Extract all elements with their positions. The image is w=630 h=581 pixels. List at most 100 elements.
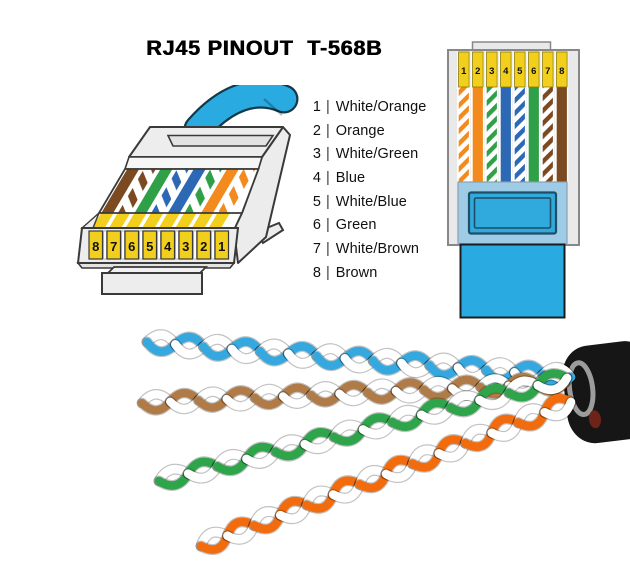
- separator: |: [326, 99, 330, 115]
- pin-number: 1: [312, 99, 321, 115]
- wire-brown: [556, 53, 567, 183]
- page-title: RJ45 PINOUT T-568B: [146, 36, 383, 60]
- pin-contact: [160, 230, 176, 260]
- twisted-pairs: [136, 329, 577, 556]
- pin-number: 5: [517, 66, 523, 77]
- cable-entry-bezel: [467, 191, 558, 235]
- cable-entry-bezel-inner: [473, 197, 552, 229]
- pin-contact: [542, 51, 554, 88]
- pin-contact: [514, 51, 526, 88]
- pin-number: 3: [312, 146, 321, 163]
- network-cable: [459, 243, 566, 319]
- pin-number: 8: [559, 66, 564, 77]
- pin-contact: [214, 230, 230, 260]
- pin-number: 8: [312, 264, 321, 281]
- separator: |: [326, 146, 330, 163]
- front-band: [123, 156, 264, 170]
- pin-contact: [458, 51, 470, 88]
- separator: |: [326, 217, 330, 234]
- pin-number: 6: [312, 217, 321, 234]
- twisted-pair-photo: [136, 329, 630, 556]
- pin-number: 7: [312, 241, 321, 258]
- pin-contact: [142, 230, 158, 260]
- pin-contact: [88, 230, 104, 260]
- wire-white_blue: [514, 53, 525, 183]
- pin-contact: [472, 51, 484, 88]
- cable-shading-line: [263, 98, 283, 116]
- list-item: 8 | Brown: [311, 265, 426, 289]
- pin-number: 5: [312, 193, 321, 210]
- green-white-pair: [153, 368, 573, 491]
- list-item: 4|Blue: [311, 170, 426, 194]
- blue-white-pair: [141, 329, 577, 390]
- pin-number: 8: [92, 239, 99, 254]
- wire-white_green: [182, 169, 225, 216]
- wire-orange: [472, 53, 483, 183]
- pin-contact: [124, 230, 140, 260]
- pin-number: 5: [146, 239, 153, 254]
- blue-cable: [185, 85, 297, 142]
- pin-number: 2: [475, 66, 480, 77]
- wire-brown: [99, 169, 141, 216]
- orange-white-pair: [195, 392, 577, 556]
- cable-jacket-group: [562, 341, 630, 444]
- pin-number: 6: [531, 66, 536, 77]
- pin-contact: [196, 230, 212, 260]
- pin-number: 3: [182, 239, 189, 254]
- pin-number: 1: [461, 66, 467, 77]
- pin-number: 6: [128, 239, 135, 254]
- wire-white_orange: [215, 169, 258, 216]
- wire-color-list: 1|White/Orange 2|Orange 3|White/Green 4|…: [311, 99, 426, 289]
- pin-number: 3: [489, 66, 494, 77]
- wire-blue: [166, 169, 208, 216]
- pin-contact: [486, 51, 498, 88]
- list-item: 2|Orange: [311, 123, 426, 147]
- pin-number: 7: [545, 66, 550, 77]
- wire-white_orange: [458, 53, 469, 183]
- wire-orange: [199, 169, 241, 216]
- separator: |: [326, 241, 330, 258]
- separator: |: [326, 170, 330, 187]
- pin-number: 4: [503, 66, 509, 77]
- separator: |: [326, 193, 330, 210]
- wire-white_brown: [542, 53, 553, 183]
- pin-color-name: White/Orange: [335, 99, 427, 115]
- wire-blue: [500, 53, 511, 183]
- strand: [533, 373, 572, 395]
- pin-number: 7: [110, 239, 117, 254]
- list-item: 7 | White/Brown: [311, 241, 426, 265]
- latch: [101, 272, 203, 295]
- separator: |: [326, 122, 330, 139]
- pin-number: 1: [218, 239, 225, 254]
- list-item: 1 | White/Orange: [311, 99, 426, 123]
- pin-contact: [178, 230, 194, 260]
- pin-number: 4: [164, 239, 172, 254]
- list-item: 5 | White/Blue: [311, 194, 426, 218]
- wire-window-outline: [97, 168, 260, 214]
- pin-contact: [528, 51, 540, 88]
- wire-white_blue: [149, 169, 191, 216]
- pin-contact: [556, 51, 568, 88]
- top-slot: [166, 134, 275, 147]
- pin-contact: [500, 51, 512, 88]
- pin-color-name: White/Brown: [335, 241, 420, 258]
- separator: |: [326, 264, 330, 281]
- pin-color-name: Orange: [335, 122, 385, 139]
- pin-color-name: White/Green: [335, 146, 419, 163]
- pin-contact: [106, 230, 122, 260]
- pin-color-name: Blue: [335, 170, 366, 187]
- list-item: 3 | White/Green: [311, 146, 426, 170]
- strand: [540, 397, 576, 421]
- wire-window: [88, 169, 260, 228]
- wire-white_green: [486, 53, 497, 183]
- wire-green: [528, 53, 539, 183]
- jacket-inner-wire-hint: [588, 410, 602, 429]
- pin-color-name: White/Blue: [335, 193, 407, 210]
- pin-color-name: Green: [335, 217, 377, 234]
- jacket-ring: [566, 360, 596, 417]
- pin-color-name: Brown: [335, 264, 378, 281]
